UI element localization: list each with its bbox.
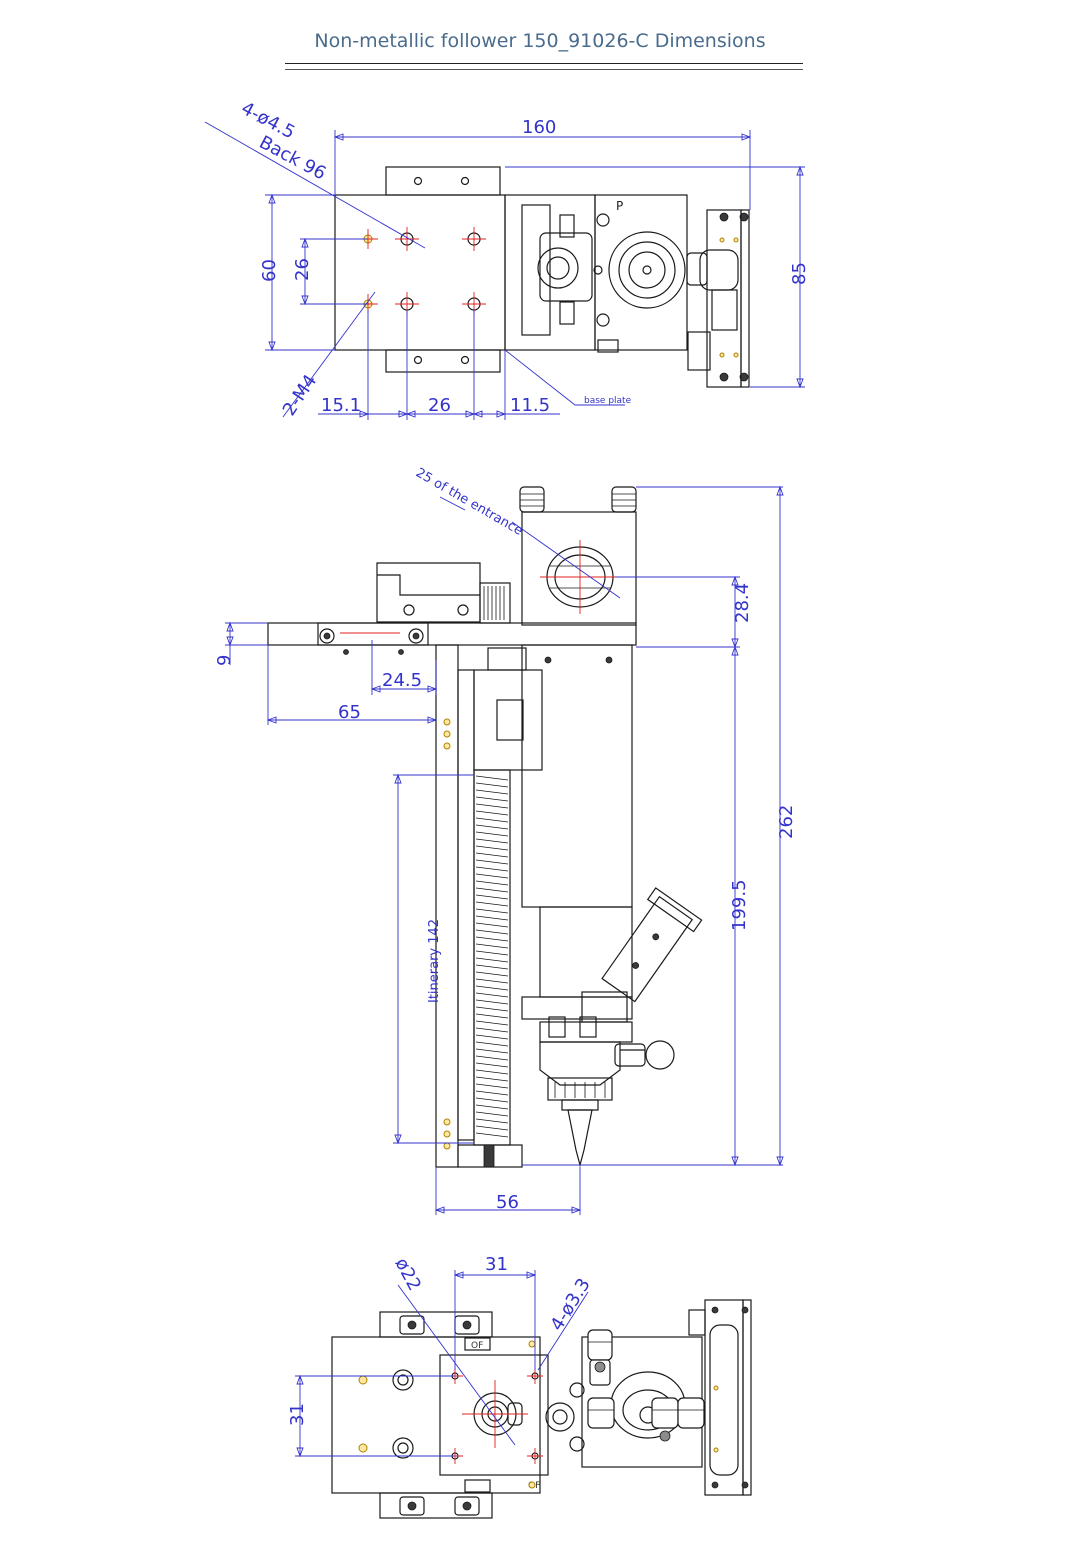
side-motor-body (521, 644, 633, 908)
top-tab-lower (385, 349, 501, 373)
bottom-nozzle-square (439, 1354, 549, 1476)
bottom-view: OF OF (287, 1254, 752, 1519)
title-rule (285, 63, 803, 64)
dim-56: 56 (496, 1192, 519, 1213)
side-dimensions (225, 485, 784, 1215)
bottom-dimensions (295, 1270, 589, 1458)
note-2-m4: 2-M4 (279, 371, 322, 420)
side-head-block (521, 511, 637, 626)
side-carriage (473, 669, 543, 771)
dim-height-85: 85 (789, 262, 810, 285)
dim-offset-15-1: 15.1 (321, 395, 361, 416)
side-knob (645, 1040, 675, 1070)
side-nozzle-tip (567, 1109, 593, 1168)
side-rail-holes (443, 718, 451, 1150)
dim-31-v: 31 (287, 1403, 308, 1426)
note-entrance: 25 of the entrance (413, 465, 525, 538)
top-base-plate (334, 194, 506, 351)
side-angled-connector (601, 887, 703, 1003)
side-nozzle-holder (539, 1041, 621, 1086)
dim-itinerary-142: Itinerary 142 (427, 919, 442, 1003)
side-view: 25 of the entrance 9 24.5 65 28.4 262 19… (214, 465, 797, 1215)
dim-offset-11-5: 11.5 (510, 395, 550, 416)
side-bracket (376, 562, 481, 623)
dim-199-5: 199.5 (729, 879, 750, 931)
side-coupling-left (519, 486, 545, 513)
bottom-fittings (587, 1329, 705, 1442)
top-nozzle-ring (608, 231, 686, 309)
note-base-plate: base plate (584, 396, 632, 406)
dim-width-160: 160 (522, 117, 556, 138)
dim-4-holes-3-3: 4-ø3.3 (546, 1275, 594, 1335)
dim-pitch-26-v: 26 (292, 258, 313, 281)
mark-of-top: OF (471, 1341, 483, 1351)
dim-9: 9 (214, 655, 235, 666)
dim-28-4: 28.4 (732, 583, 753, 623)
top-dimensions (204, 121, 805, 420)
dim-31-h: 31 (485, 1254, 508, 1275)
top-tab-upper (385, 166, 501, 196)
page-title: Non-metallic follower 150_91026-C Dimens… (314, 30, 766, 52)
note-back-96: Back 96 (256, 132, 330, 184)
dim-262: 262 (776, 805, 797, 839)
dim-phi-22: ø22 (391, 1254, 425, 1294)
top-holes (358, 227, 486, 316)
side-coupling-right (611, 486, 637, 513)
top-rail-screws (719, 212, 749, 382)
side-sensor-body (539, 906, 633, 998)
dim-pitch-26-h: 26 (428, 395, 451, 416)
bottom-right-rail (704, 1299, 744, 1496)
dim-65: 65 (338, 702, 361, 723)
title-rule-secondary (285, 69, 803, 70)
top-view: P 16 (204, 98, 810, 420)
dim-24-5: 24.5 (382, 670, 422, 691)
side-lead-screw (473, 769, 511, 1146)
dim-height-60: 60 (259, 259, 280, 282)
bottom-base-plate (331, 1336, 541, 1494)
mark-p: P (616, 199, 623, 213)
